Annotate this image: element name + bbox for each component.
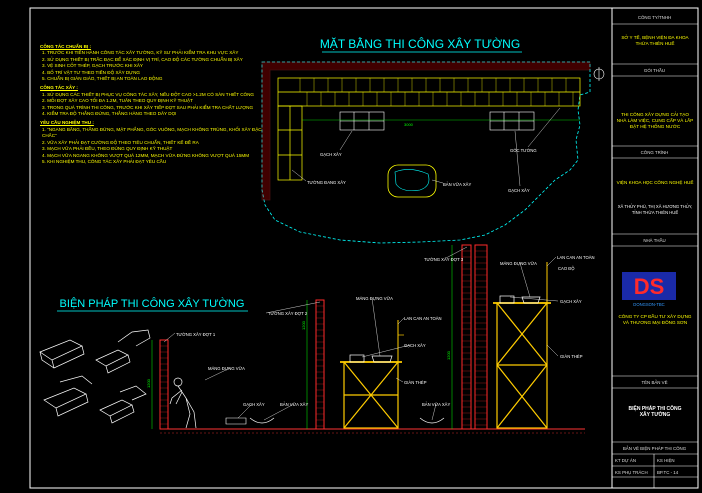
notes-item: 5. CHUẨN BỊ GIÀN GIÁO, THIẾT BỊ AN TOÀN … (42, 76, 163, 82)
plan-dim: 3000 (404, 122, 414, 127)
label-gian-thep-1: GIÀN THÉP (404, 380, 427, 385)
scaffold-2 (493, 302, 551, 429)
notes-item: 2. VỮA XÂY PHẢI ĐẠT CƯỜNG ĐỘ THEO TIÊU C… (42, 139, 199, 145)
label-dot1: TƯỜNG XÂY ĐỢT 1 (176, 332, 216, 337)
label-mang-vua-2: MÁNG ĐỰNG VỮA (356, 296, 393, 301)
tb-row1a: KT DỰ ÁN (615, 458, 636, 463)
notes-heading: CÔNG TÁC CHUẨN BỊ : (40, 44, 92, 49)
notes-item: 4. MẠCH VỮA NGANG KHÔNG VƯỢT QUÁ 12MM, M… (42, 152, 250, 158)
notes-item: 4. KIỂM TRA ĐỘ THẲNG ĐỨNG, THẲNG HÀNG TH… (42, 111, 177, 117)
tb-row2a: KS PHỤ TRÁCH (615, 470, 648, 475)
section-title: BIỆN PHÁP THI CÔNG XÂY TƯỜNG (60, 297, 245, 310)
worker-figure (169, 377, 197, 429)
company-logo: DS DONGSON-TBC (622, 272, 676, 307)
notes-item: 1. "NGANG BẰNG, THẲNG ĐỨNG, MẶT PHẲNG, G… (42, 126, 262, 139)
label-ban-vua-2: BẢN VỮA XÂY (422, 402, 450, 407)
label-mang-vua-1: MÁNG ĐỰNG VỮA (208, 366, 245, 371)
notes-item: 2. SỬ DỤNG THIẾT BỊ TRẮC ĐẠC ĐỂ XÁC ĐỊNH… (42, 56, 243, 62)
tb-ban-ve-label: BẢN VẼ BIỆN PHÁP THI CÔNG (622, 446, 687, 451)
tb-dia-diem: XÃ THỦY PHÙ, THỊ XÃ HƯƠNG THỦY, TỈNH THỪ… (617, 204, 693, 215)
label-cao-do: CAO ĐỘ (558, 266, 575, 271)
label-lan-can-1: LAN CAN AN TOÀN (404, 316, 442, 321)
notes-item: 5. KHI NGHIỆM THU, CÔNG TÁC XÂY PHẢI ĐẠT… (42, 158, 167, 164)
plan-view: MẶT BẰNG THI CÔNG XÂY TƯỜNG (261, 36, 605, 244)
tb-ten-ban-ve-label: TÊN BẢN VẼ (641, 380, 668, 385)
tb-nha-thau-label: NHÀ THẦU (643, 238, 666, 243)
tb-cong-trinh: VIỆN KHOA HỌC CÔNG NGHỆ HUẾ (616, 180, 694, 185)
plan-label-gach-xay-2: GẠCH XÂY (508, 188, 530, 193)
label-gian-thep-2: GIÀN THÉP (560, 354, 583, 359)
north-arrow-icon (593, 67, 605, 81)
notes-item: 3. VỆ SINH CỐT THÉP, GẠCH TRƯỚC KHI XÂY (42, 63, 143, 69)
notes-item: 2. MỖI ĐỢT XÂY CAO TỐI ĐA 1.2M, TUÂN THE… (42, 98, 193, 104)
label-dot3: TƯỜNG XÂY ĐỢT 3 (424, 257, 464, 262)
plan-outline (261, 61, 591, 244)
plan-label-tuong-dang-xay: TƯỜNG ĐANG XÂY (307, 180, 346, 185)
tb-goi-thau: THI CÔNG XÂY DỰNG CẢI TẠO NHÀ LÀM VIỆC, … (616, 112, 694, 129)
plan-label-gach-xay: GẠCH XÂY (320, 152, 342, 157)
label-lan-can-2: LAN CAN AN TOÀN (557, 255, 595, 260)
section-walls (159, 244, 488, 430)
general-notes: CÔNG TÁC CHUẨN BỊ :1. TRƯỚC KHI TIẾN HÀN… (40, 44, 272, 165)
notes-heading: YÊU CẦU NGHIỆM THU : (40, 120, 94, 126)
tb-cong-ty-label: CÔNG TY/TNHH (637, 15, 672, 20)
label-ban-vua-1: BẢN VỮA XÂY (280, 402, 308, 407)
tb-nha-thau: CÔNG TY CP ĐẦU TƯ XÂY DỰNG VÀ THƯƠNG MẠI… (618, 314, 692, 325)
dim-h2: 1200 (301, 320, 306, 330)
plan-label-ban-vua: BẢN VỮA XÂY (443, 182, 471, 187)
notes-item: 3. TRONG QUÁ TRÌNH THI CÔNG, TRƯỚC KHI X… (42, 104, 254, 110)
notes-heading: CÔNG TÁC XÂY : (40, 85, 78, 91)
sketch-brick-laying (39, 329, 151, 424)
tb-row1b: KS HIỆN (657, 458, 675, 463)
label-gach-xay-3: GẠCH XÂY (560, 299, 582, 304)
plan-label-goc-tuong: GÓC TƯỜNG (510, 148, 537, 153)
tb-goi-thau-label: GÓI THẦU (643, 68, 666, 73)
notes-item: 1. SỬ DỤNG CÁC THIẾT BỊ PHỤC VỤ CÔNG TÁC… (42, 91, 255, 97)
section-view: BIỆN PHÁP THI CÔNG XÂY TƯỜNG (39, 244, 595, 434)
svg-text:DS: DS (634, 274, 665, 299)
tb-chu-dau-tu: SỞ Y TẾ, BỆNH VIỆN ĐA KHOA THỪA THIÊN HU… (621, 35, 689, 46)
label-gach-xay-1: GẠCH XÂY (243, 402, 265, 407)
tb-row2b: BP.TC - 14 (657, 470, 679, 475)
tb-ten-ban-ve: BIỆN PHÁP THI CÔNG XÂY TƯỜNG (628, 406, 682, 418)
tb-cong-trinh-label: CÔNG TRÌNH (640, 150, 669, 155)
label-gach-xay-2: GẠCH XÂY (404, 343, 426, 348)
notes-item: 1. TRƯỚC KHI TIẾN HÀNH CÔNG TÁC XÂY TƯỜN… (42, 50, 239, 56)
label-dot2: TƯỜNG XÂY ĐỢT 2 (268, 311, 308, 316)
notes-item: 4. BỐ TRÍ VẬT TƯ THEO TIẾN ĐỘ XÂY DỰNG (42, 69, 140, 75)
dim-h3: 1200 (446, 350, 451, 360)
label-mang-vua-3: MÁNG ĐỰNG VỮA (500, 261, 537, 266)
svg-text:DONGSON-TBC: DONGSON-TBC (633, 302, 664, 307)
sheet-border (29, 7, 699, 489)
dim-h1: 1200 (146, 378, 151, 388)
plan-title: MẶT BẰNG THI CÔNG XÂY TƯỜNG (320, 36, 520, 51)
notes-item: 3. MẠCH VỮA PHẢI ĐỀU, THEO ĐÚNG QUY ĐỊNH… (42, 146, 173, 152)
